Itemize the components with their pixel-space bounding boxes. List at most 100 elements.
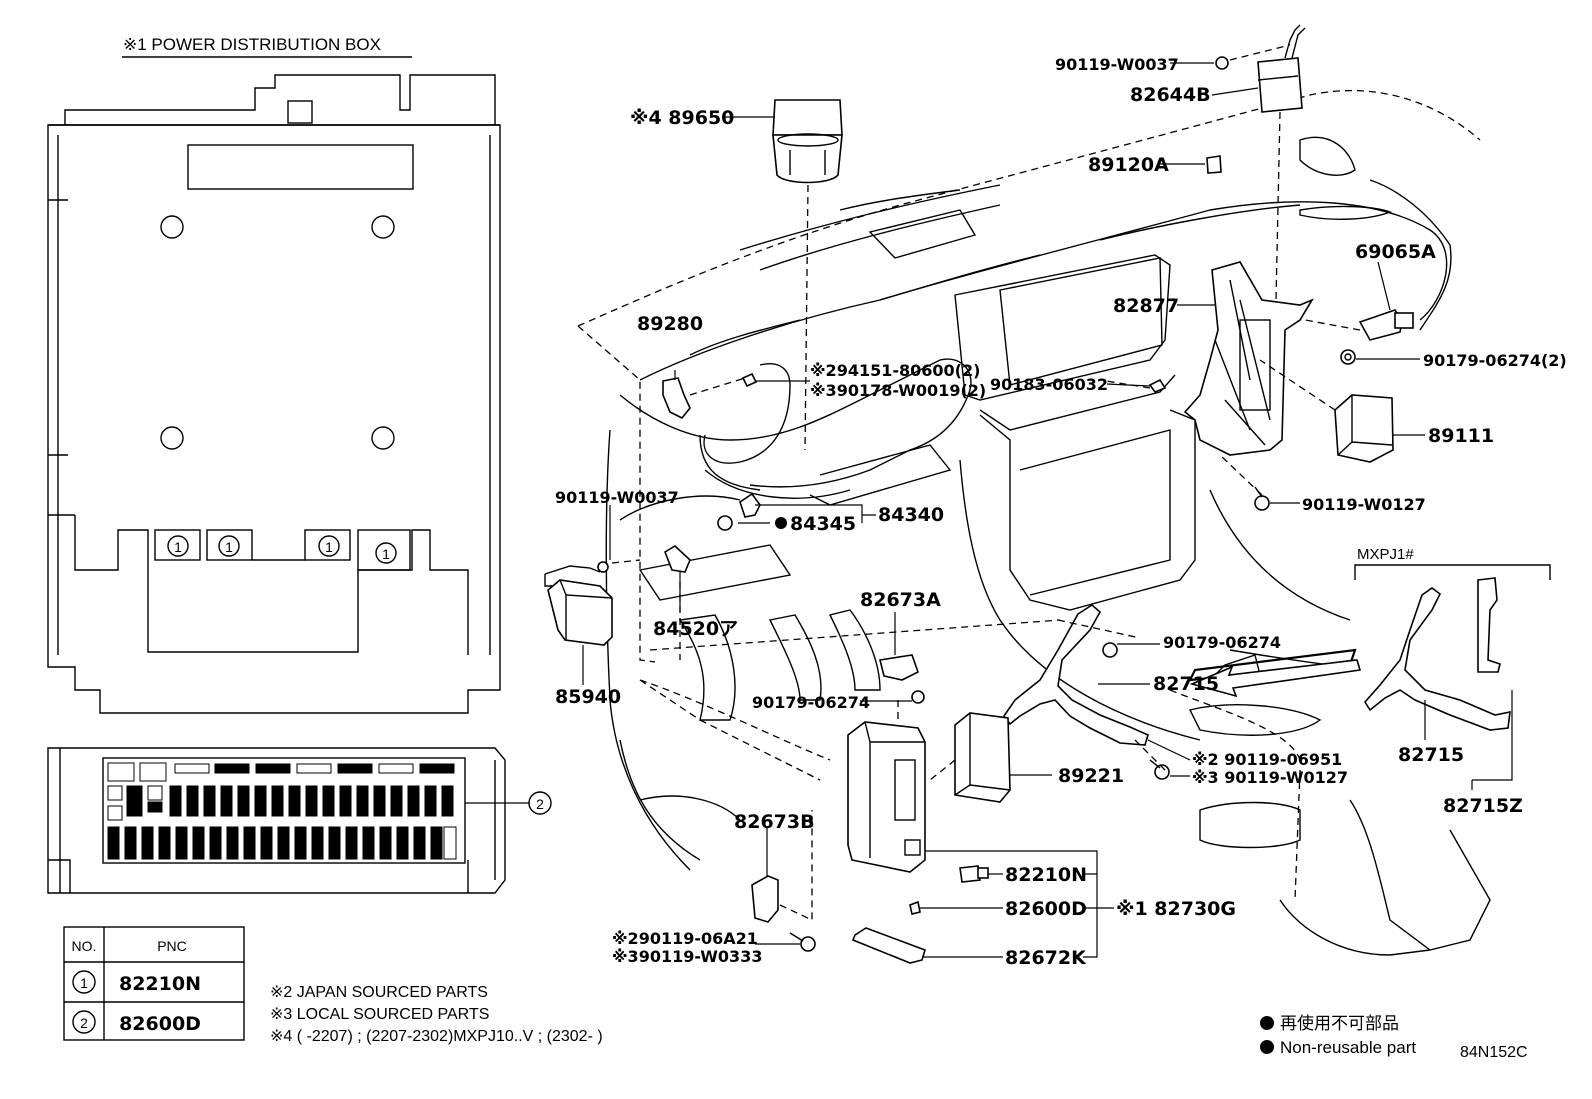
legend: 再使用不可部品 Non-reusable part 84N152C — [1260, 1013, 1528, 1061]
slot-marker-1: 1 — [167, 535, 189, 557]
non-reusable-dot — [1260, 1040, 1274, 1054]
fuse-slot — [107, 762, 135, 782]
part-82210n-relay — [959, 865, 989, 883]
fuse-slot — [443, 826, 457, 860]
label-90178-w0019: ※390178-W0019(2) — [810, 381, 986, 400]
label-90119-w0333: ※390119-W0333 — [612, 947, 762, 966]
fuse-slot — [147, 801, 163, 813]
label-82210n: 82210N — [1005, 864, 1087, 886]
part-82644b-connector — [1215, 24, 1306, 301]
svg-text:1: 1 — [225, 539, 233, 555]
pnc-table: NO. PNC 1 82210N 2 82600D — [63, 926, 245, 1041]
nut-90179-upper — [1340, 349, 1356, 365]
fuse-slot — [139, 762, 167, 782]
clip-90183 — [1099, 378, 1167, 393]
part-82673b-bracket — [751, 810, 816, 952]
label-89280: 89280 — [637, 313, 703, 335]
table-row-no: 2 — [80, 1015, 88, 1031]
fuse-slot — [311, 826, 324, 860]
legend-en: Non-reusable part — [1280, 1038, 1416, 1057]
bolt-90119-06951 — [1134, 739, 1170, 780]
fuse-slot — [328, 826, 341, 860]
label-mxpj1: MXPJ1# — [1357, 546, 1414, 563]
svg-text:1: 1 — [382, 546, 390, 562]
fuse-slot — [107, 805, 123, 821]
label-84340: 84340 — [878, 504, 944, 526]
fuse-slot — [175, 826, 188, 860]
fuse-slot — [186, 785, 199, 817]
label-89650: ※4 89650 — [630, 107, 734, 129]
label-82600d: 82600D — [1005, 898, 1087, 920]
power-distribution-box-top-view: ※1 POWER DISTRIBUTION BOX 1 1 — [47, 35, 501, 714]
part-84340-switch — [717, 492, 876, 531]
footnotes: ※2 JAPAN SOURCED PARTS ※3 LOCAL SOURCED … — [270, 984, 603, 1045]
label-82715-right: 82715 — [1398, 744, 1464, 766]
fuse-slot — [209, 826, 222, 860]
label-89111: 89111 — [1428, 425, 1494, 447]
fuse-slot — [107, 785, 123, 801]
fuse-slot — [126, 785, 143, 817]
fuse-slot — [305, 785, 318, 817]
label-82672k: 82672K — [1005, 947, 1087, 969]
table-row-pnc: 82600D — [119, 1013, 201, 1035]
fuse-slot — [192, 826, 205, 860]
fuse-slot — [296, 763, 332, 774]
fuse-slot — [339, 785, 352, 817]
fuse-slot — [260, 826, 273, 860]
label-90119-w0037: 90119-W0037 — [1055, 55, 1179, 74]
table-header-pnc: PNC — [157, 938, 187, 954]
part-labels: 90119-W0037 82644B ※4 89650 89120A 69065… — [555, 55, 1567, 969]
fuse-grid — [107, 762, 457, 860]
mount-hole — [160, 426, 184, 450]
part-82673a-bracket — [879, 612, 925, 704]
label-90183-06032: 90183-06032 — [990, 375, 1108, 394]
label-82644b: 82644B — [1130, 84, 1211, 106]
fuse-slot — [345, 826, 358, 860]
note-model-period: ※4 ( -2207) ; (2207-2302)MXPJ10..V ; (23… — [270, 1028, 603, 1045]
non-reusable-dot — [775, 517, 787, 529]
dashed-guides — [679, 582, 1301, 901]
part-89120a-sensor — [1206, 155, 1222, 174]
fuse-slot — [356, 785, 369, 817]
svg-text:2: 2 — [536, 796, 544, 812]
leader-lines — [722, 62, 1425, 958]
mount-hole — [160, 215, 184, 239]
table-row-no: 1 — [80, 975, 88, 991]
fuse-slot — [158, 826, 171, 860]
fuse-slot — [277, 826, 290, 860]
fuse-slot — [322, 785, 335, 817]
label-82673b: 82673B — [734, 811, 815, 833]
label-89120a: 89120A — [1088, 154, 1169, 176]
fuse-slot — [390, 785, 403, 817]
fuse-slot — [124, 826, 137, 860]
label-90119-w0037-left: 90119-W0037 — [555, 488, 679, 507]
fuse-slot — [396, 826, 409, 860]
part-89221-ecu — [929, 712, 1011, 803]
slot-marker-1: 1 — [218, 535, 240, 557]
mount-hole — [371, 215, 395, 239]
mount-hole — [371, 426, 395, 450]
part-69065a-sensor — [1304, 309, 1414, 341]
part-82715z-bracket-mxpj1 — [1354, 564, 1551, 790]
callout-marker-2: 2 — [528, 791, 552, 815]
fuse-slot — [237, 785, 250, 817]
fuse-slot — [337, 763, 373, 774]
part-89111-module — [1259, 359, 1394, 463]
label-90119-w0127-b: ※3 90119-W0127 — [1192, 768, 1348, 787]
fuse-slot — [147, 785, 163, 801]
label-69065a: 69065A — [1355, 241, 1436, 263]
table-header-no: NO. — [72, 938, 97, 954]
label-90119-06a21: ※290119-06A21 — [612, 929, 758, 948]
part-89280-sensor — [662, 370, 746, 420]
label-90119-06951: ※2 90119-06951 — [1192, 750, 1342, 769]
part-82877-bracket — [1183, 261, 1314, 456]
label-82730g: ※1 82730G — [1116, 898, 1236, 920]
table-row-pnc: 82210N — [119, 973, 201, 995]
part-84520-switch — [664, 545, 691, 612]
label-82877: 82877 — [1113, 295, 1179, 317]
arrow-indicator — [1189, 659, 1362, 698]
svg-text:1: 1 — [174, 539, 182, 555]
label-84520: 84520ア — [653, 618, 738, 640]
label-89221: 89221 — [1058, 765, 1124, 787]
